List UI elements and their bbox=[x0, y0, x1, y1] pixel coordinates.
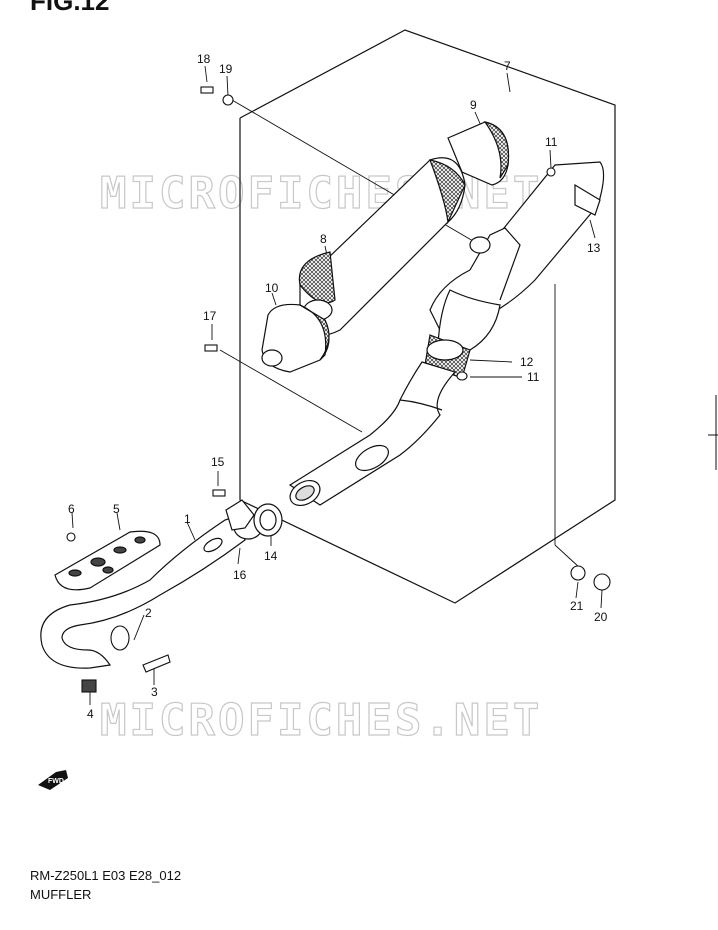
callout-numbers: 1 2 3 4 5 6 7 8 9 10 11 11 12 13 14 15 1… bbox=[68, 52, 608, 721]
callout-13: 13 bbox=[587, 241, 601, 255]
fwd-label: FWD bbox=[48, 778, 64, 785]
callout-17: 17 bbox=[203, 309, 217, 323]
callout-9: 9 bbox=[470, 98, 477, 112]
clamp-and-gasket bbox=[225, 499, 283, 537]
callout-5: 5 bbox=[113, 502, 120, 516]
callout-11-upper: 11 bbox=[545, 135, 558, 149]
small-hardware bbox=[66, 86, 611, 693]
muffler-body bbox=[424, 161, 605, 379]
leader-lines bbox=[71, 65, 603, 705]
forward-direction-icon: FWD bbox=[38, 770, 68, 790]
callout-8: 8 bbox=[320, 232, 327, 246]
callout-14: 14 bbox=[264, 549, 278, 563]
callout-16: 16 bbox=[233, 568, 247, 582]
end-cap-front bbox=[447, 121, 510, 186]
callout-21: 21 bbox=[570, 599, 584, 613]
callout-11-lower: 11 bbox=[527, 370, 540, 384]
callout-10: 10 bbox=[265, 281, 279, 295]
callout-20: 20 bbox=[594, 610, 608, 624]
callout-15: 15 bbox=[211, 455, 225, 469]
watermark-top: MICROFICHES.NET bbox=[100, 168, 542, 219]
callout-7: 7 bbox=[504, 59, 511, 73]
watermark-bottom: MICROFICHES.NET bbox=[100, 695, 542, 746]
callout-1: 1 bbox=[184, 512, 191, 526]
mid-pipe bbox=[288, 361, 457, 507]
figure-title: FIG.12 bbox=[30, 0, 110, 16]
callout-19: 19 bbox=[219, 62, 233, 76]
callout-18: 18 bbox=[197, 52, 211, 66]
callout-2: 2 bbox=[145, 606, 152, 620]
callout-4: 4 bbox=[87, 707, 94, 721]
figure-code: RM-Z250L1 E03 E28_012 bbox=[30, 868, 182, 883]
callout-6: 6 bbox=[68, 502, 75, 516]
page-edge-marks bbox=[708, 395, 718, 470]
callout-3: 3 bbox=[151, 685, 158, 699]
callout-12: 12 bbox=[520, 355, 534, 369]
heat-guard bbox=[54, 530, 161, 591]
assembly-box-outline bbox=[239, 29, 616, 604]
end-cap-rear bbox=[261, 303, 330, 373]
figure-name: MUFFLER bbox=[30, 887, 92, 902]
